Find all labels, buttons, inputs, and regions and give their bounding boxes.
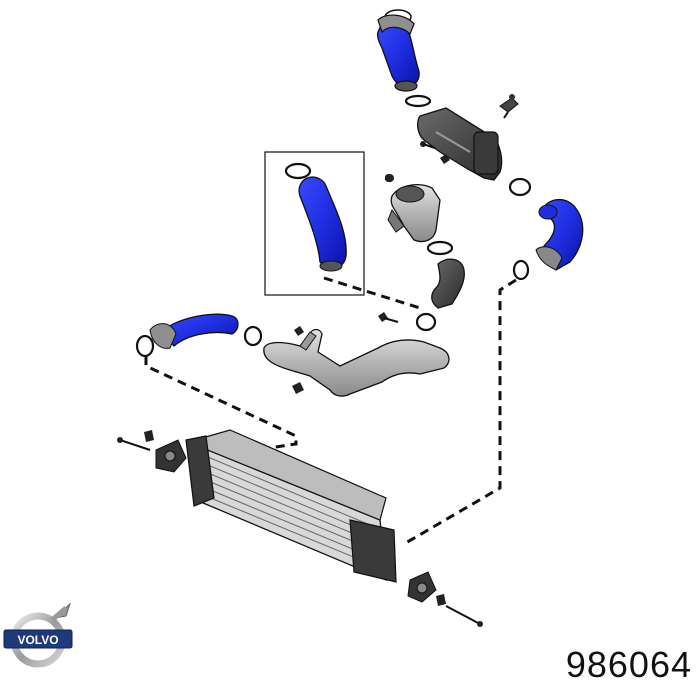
bolt-top-right (499, 94, 519, 119)
inset-blue-hose (298, 176, 347, 272)
black-elbow-hose (431, 258, 465, 309)
upper-charge-pipe (417, 107, 503, 181)
intercooler (185, 429, 397, 583)
clamp-ring-right-lower (512, 259, 530, 281)
bolt-middle-pipe-top (294, 326, 304, 336)
bolt-middle-pipe-bottom (292, 382, 304, 394)
inset-clamp-ring (284, 162, 312, 180)
middle-charge-pipe (263, 328, 450, 397)
volvo-logo-text: VOLVO (17, 633, 58, 647)
clamp-ring-left-inner (243, 325, 263, 347)
right-blue-hose (535, 199, 584, 271)
volvo-logo: VOLVO (3, 602, 73, 668)
leader-right (403, 278, 517, 546)
clamp-ring-throttle (426, 240, 454, 256)
bolt-right (436, 594, 446, 606)
long-bolt-right (445, 605, 483, 627)
mount-bracket-left (155, 439, 187, 473)
bolt-top-left (420, 141, 436, 149)
clamp-ring-right (508, 177, 532, 197)
clamp-ring-elbow (415, 312, 437, 332)
bolt-throttle (385, 173, 394, 183)
throttle-body (387, 184, 441, 243)
bolt-left (144, 430, 154, 442)
clamp-ring-left (135, 334, 155, 358)
inset-leader-line (323, 276, 421, 310)
inset-frame (264, 151, 365, 296)
upper-blue-hose (376, 9, 420, 92)
mount-bracket-right (407, 571, 437, 603)
bolt-middle-pipe-right (378, 312, 399, 323)
part-number: 986064 (565, 644, 692, 685)
lower-left-blue-hose (149, 313, 239, 349)
long-bolt-left (117, 437, 151, 451)
bolt-top-mid (440, 154, 450, 164)
clamp-ring-top (404, 94, 432, 108)
